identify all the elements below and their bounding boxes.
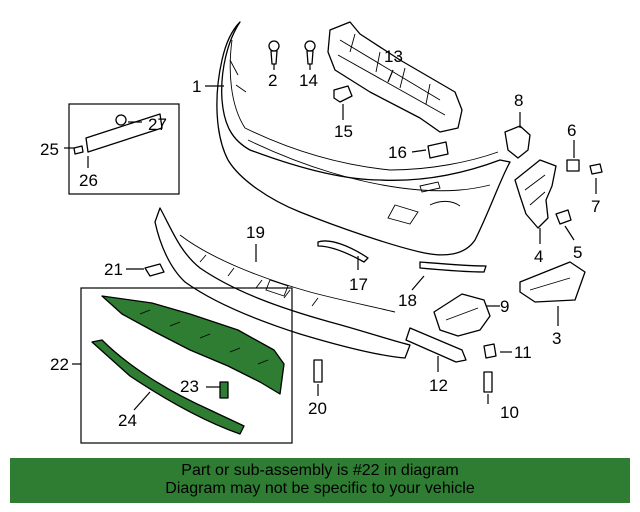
lower-grille-22 (101, 295, 285, 395)
fastener-14 (304, 40, 316, 65)
banner-line-2: Diagram may not be specific to your vehi… (165, 480, 475, 497)
callout-3: 3 (552, 329, 561, 348)
license-bracket-group (68, 103, 180, 195)
callout-26: 26 (79, 171, 98, 190)
nut-6 (566, 159, 580, 172)
highlight-box-22 (80, 287, 293, 444)
parts-diagram: 1 2 14 13 15 16 8 6 7 4 5 3 9 11 10 12 2… (40, 21, 603, 444)
clip-15 (333, 85, 353, 103)
bracket-8 (504, 125, 531, 159)
callout-6: 6 (567, 121, 576, 140)
callout-20: 20 (308, 399, 327, 418)
callout-25: 25 (40, 140, 59, 159)
bumper-absorber (327, 21, 463, 133)
bracket-4 (514, 159, 557, 229)
callout-15: 15 (334, 122, 353, 141)
screw-7 (589, 163, 603, 175)
trim-18 (419, 261, 487, 273)
bumper-cover (216, 21, 511, 256)
cap-16 (427, 141, 449, 159)
callout-23: 23 (180, 377, 199, 396)
lower-shield (154, 207, 411, 359)
info-banner: Part or sub-assembly is #22 in diagram D… (10, 458, 630, 503)
reflector-17 (317, 240, 369, 263)
callout-12: 12 (429, 376, 448, 395)
clip-23 (219, 381, 229, 399)
callout-27: 27 (148, 115, 167, 134)
callout-8: 8 (514, 91, 523, 110)
bolt-10 (483, 371, 493, 393)
bolt-20 (313, 359, 323, 383)
callout-7: 7 (591, 197, 600, 216)
callout-11: 11 (514, 343, 532, 362)
deflector-3 (519, 261, 586, 303)
fastener-2 (268, 40, 280, 65)
trim-strip-24 (91, 339, 245, 435)
callout-13: 13 (384, 47, 403, 66)
callout-1: 1 (192, 77, 201, 96)
bracket-9 (433, 293, 491, 337)
bracket-12 (405, 327, 467, 363)
callout-19: 19 (246, 223, 265, 242)
callout-10: 10 (500, 403, 519, 422)
bolt-11 (483, 343, 497, 359)
callout-4: 4 (534, 247, 543, 266)
callout-17: 17 (349, 275, 368, 294)
callout-2: 2 (268, 71, 277, 90)
callout-9: 9 (500, 297, 509, 316)
nut-5 (555, 209, 572, 225)
clip-21 (144, 263, 165, 277)
callout-16: 16 (388, 143, 407, 162)
callout-22: 22 (50, 355, 69, 374)
callout-5: 5 (573, 243, 582, 262)
banner-line-1: Part or sub-assembly is #22 in diagram (181, 462, 459, 479)
callout-21: 21 (104, 260, 123, 279)
leader-lines (64, 64, 597, 411)
callout-24: 24 (118, 411, 137, 430)
callout-14: 14 (299, 71, 318, 90)
callout-18: 18 (398, 291, 417, 310)
callout-labels: 1 2 14 13 15 16 8 6 7 4 5 3 9 11 10 12 2… (40, 47, 600, 430)
